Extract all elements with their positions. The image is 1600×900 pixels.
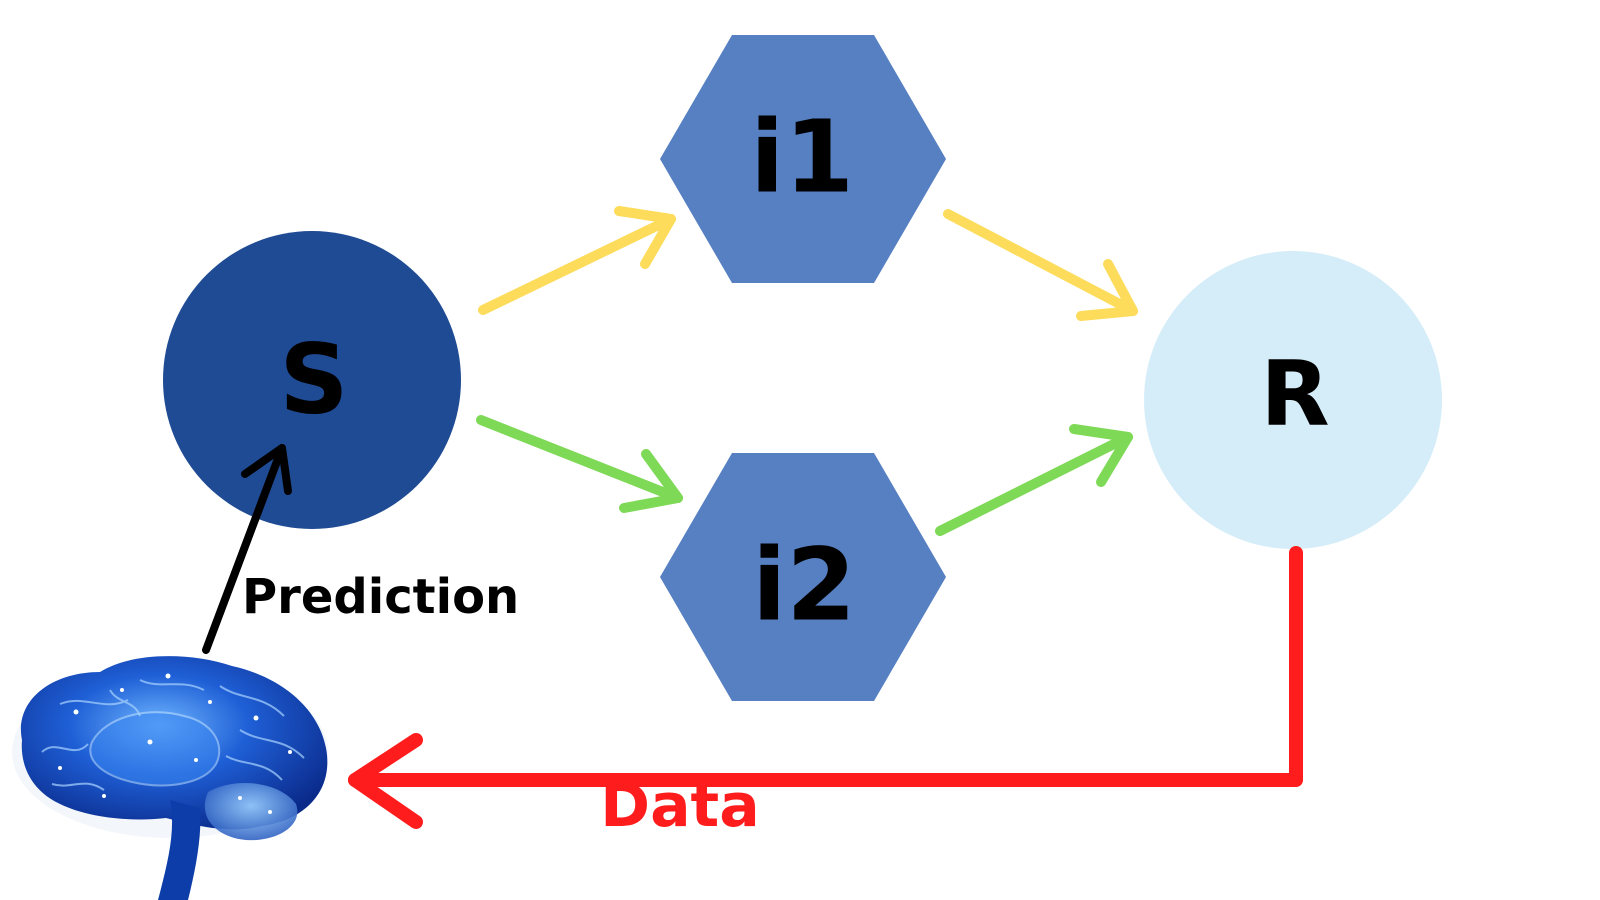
arrow-i2-to-r <box>935 424 1133 536</box>
brain-icon <box>12 656 328 900</box>
arrow-i1-to-r <box>943 209 1138 321</box>
node-i1: i1 <box>660 35 946 283</box>
node-i2: i2 <box>660 453 946 701</box>
node-i2-shape <box>660 453 946 701</box>
arrow-s-to-i2 <box>476 415 683 513</box>
data-label: Data <box>600 771 759 841</box>
node-r-label: R <box>1260 342 1329 447</box>
arrow-prediction <box>202 444 292 654</box>
node-i1-shape <box>660 35 946 283</box>
node-i2-label: i2 <box>752 526 856 643</box>
node-s-label: S <box>279 323 348 435</box>
node-r: R <box>1144 251 1442 549</box>
node-r-shape <box>1144 251 1442 549</box>
arrow-s-to-i1 <box>478 206 676 315</box>
prediction-label: Prediction <box>242 569 519 625</box>
arrow-data <box>348 546 1303 829</box>
node-s-shape <box>163 231 461 529</box>
node-i1-label: i1 <box>750 98 854 215</box>
node-s: S <box>163 231 461 529</box>
